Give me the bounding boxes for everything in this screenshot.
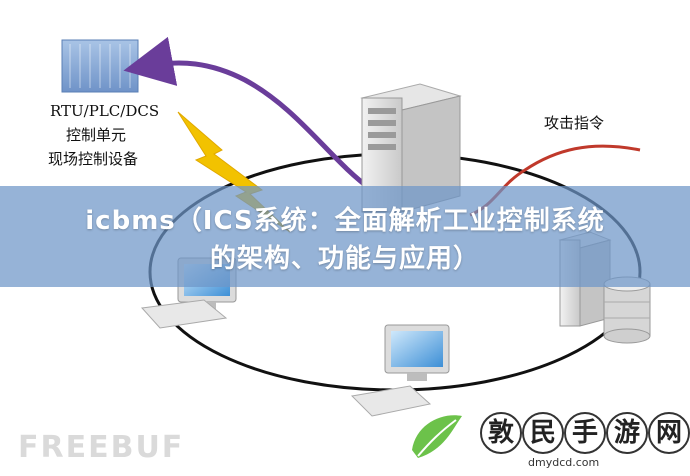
title-banner: icbms（ICS系统：全面解析工业控制系统 的架构、功能与应用） <box>0 186 690 287</box>
workstation-bottom <box>350 324 450 417</box>
logo-char-2: 民 <box>522 412 564 454</box>
purple-arrow <box>123 36 374 193</box>
rtu-panel-device <box>61 39 139 93</box>
label-rtu-line3: 现场控制设备 <box>48 150 138 168</box>
logo-char-5: 网 <box>648 412 690 454</box>
logo-url: dmydcd.com <box>528 456 600 469</box>
banner-title-line2: 的架构、功能与应用） <box>209 244 480 274</box>
logo-char-4: 游 <box>606 412 648 454</box>
label-rtu-line2: 控制单元 <box>66 126 126 144</box>
banner-title-line1: icbms（ICS系统：全面解析工业控制系统 <box>85 206 605 236</box>
logo-char-1: 敦 <box>480 412 522 454</box>
leaf-logo-icon <box>412 415 462 458</box>
watermark-freebuf: FREEBUF <box>18 430 185 465</box>
database-icon <box>603 276 651 344</box>
logo-char-3: 手 <box>564 412 606 454</box>
label-attack: 攻击指令 <box>544 114 604 132</box>
site-logo: 敦 民 手 游 网 dmydcd.com <box>402 400 690 476</box>
label-rtu-line1: RTU/PLC/DCS <box>50 102 159 120</box>
